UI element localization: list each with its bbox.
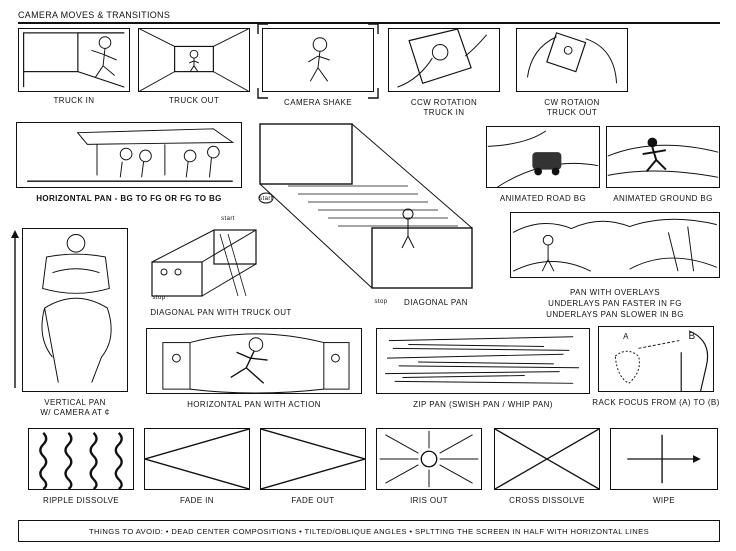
caption-ccw-1: CCW ROTATION (410, 98, 478, 107)
label-a: A (623, 332, 629, 341)
caption-overlays-1: PAN WITH OVERLAYS (569, 288, 661, 297)
caption-ccw-2: TRUCK IN (423, 108, 465, 117)
caption-vertical-pan-1: VERTICAL PAN (44, 398, 106, 407)
animated-ground-sketch (607, 137, 719, 178)
caption-truck-in: TRUCK IN (53, 96, 95, 105)
cw-rotation-sketch (526, 32, 618, 84)
panel-truck-out (138, 28, 250, 92)
label-b: B (688, 331, 696, 342)
panel-zip-pan (376, 328, 590, 394)
diagonal-truck-sketch (151, 229, 257, 297)
fade-in-sketch (145, 429, 249, 489)
truck-in-sketch (23, 32, 125, 88)
caption-overlays-2: UNDERLAYS PAN FASTER IN FG (548, 299, 682, 308)
panel-cross-dissolve (494, 428, 600, 490)
vertical-pan-sketch (41, 233, 112, 383)
camera-shake-sketch (308, 37, 330, 82)
panel-rack-focus (598, 326, 714, 392)
horizontal-action-sketch (162, 333, 350, 393)
caption-camera-shake: CAMERA SHAKE (284, 98, 352, 107)
panel-diagonal-pan (258, 122, 476, 294)
caption-animated-ground: ANIMATED GROUND BG (613, 194, 713, 203)
ccw-rotation-sketch (397, 29, 487, 88)
page-title: CAMERA MOVES & TRANSITIONS (18, 10, 171, 20)
rack-focus-sketch (614, 330, 709, 391)
panel-wipe (610, 428, 718, 490)
caption-horizontal-pan: HORIZONTAL PAN - BG TO FG OR FG TO BG (36, 194, 222, 203)
caption-iris-out: IRIS OUT (410, 496, 448, 505)
panel-horizontal-pan (16, 122, 242, 188)
panel-overlays (510, 212, 720, 278)
caption-fade-in: FADE IN (180, 496, 214, 505)
caption-wipe: WIPE (652, 496, 676, 505)
caption-fade-out: FADE OUT (291, 496, 335, 505)
cross-dissolve-sketch (495, 429, 599, 489)
panel-animated-ground (606, 126, 720, 188)
caption-ripple: RIPPLE DISSOLVE (42, 496, 120, 505)
label-stop-diagonal: stop (374, 299, 388, 305)
iris-out-sketch (379, 430, 479, 488)
truck-out-sketch (139, 29, 249, 91)
caption-zip-pan: ZIP PAN (SWISH PAN / WHIP PAN) (413, 400, 553, 409)
panel-vertical-pan (22, 228, 128, 392)
panel-camera-shake (262, 28, 374, 92)
panel-iris-out (376, 428, 482, 490)
caption-animated-road: ANIMATED ROAD BG (499, 194, 587, 203)
caption-horizontal-action: HORIZONTAL PAN WITH ACTION (187, 400, 321, 409)
panel-fade-out (260, 428, 366, 490)
vertical-pan-arrow (11, 230, 19, 388)
caption-cross-dissolve: CROSS DISSOLVE (509, 496, 585, 505)
label-start-truck: start (221, 216, 235, 222)
zip-pan-sketch (385, 336, 580, 384)
label-start-diagonal: start (259, 196, 273, 202)
panel-truck-in (18, 28, 130, 92)
animated-road-sketch (487, 130, 599, 187)
panel-animated-road (486, 126, 600, 188)
horizontal-pan-sketch (27, 128, 235, 182)
caption-diagonal-pan: DIAGONAL PAN (404, 298, 468, 307)
caption-overlays-3: UNDERLAYS PAN SLOWER IN BG (546, 310, 684, 319)
panel-ccw-rotation (388, 28, 500, 92)
overlays-sketch (512, 218, 717, 272)
caption-diagonal-truck: DIAGONAL PAN WITH TRUCK OUT (150, 308, 292, 317)
panel-fade-in (144, 428, 250, 490)
panel-horizontal-action (146, 328, 362, 394)
ripple-sketch (39, 432, 123, 489)
caption-vertical-pan-2: W/ CAMERA AT ¢ (40, 408, 110, 417)
title-rule (18, 22, 720, 24)
diagonal-pan-sketch (258, 123, 473, 289)
panel-diagonal-truck (148, 214, 260, 300)
panel-cw-rotation (516, 28, 628, 92)
wipe-sketch (627, 434, 701, 484)
caption-rack-focus: RACK FOCUS FROM (A) TO (B) (592, 398, 720, 407)
label-stop-truck: stop (152, 295, 166, 301)
panel-ripple (28, 428, 134, 490)
caption-truck-out: TRUCK OUT (168, 96, 220, 105)
caption-cw-1: CW ROTAION (544, 98, 600, 107)
caption-cw-2: TRUCK OUT (546, 108, 598, 117)
fade-out-sketch (261, 429, 365, 489)
things-to-avoid-box: THINGS TO AVOID: • DEAD CENTER COMPOSITI… (18, 520, 720, 542)
shake-corners (257, 23, 379, 99)
